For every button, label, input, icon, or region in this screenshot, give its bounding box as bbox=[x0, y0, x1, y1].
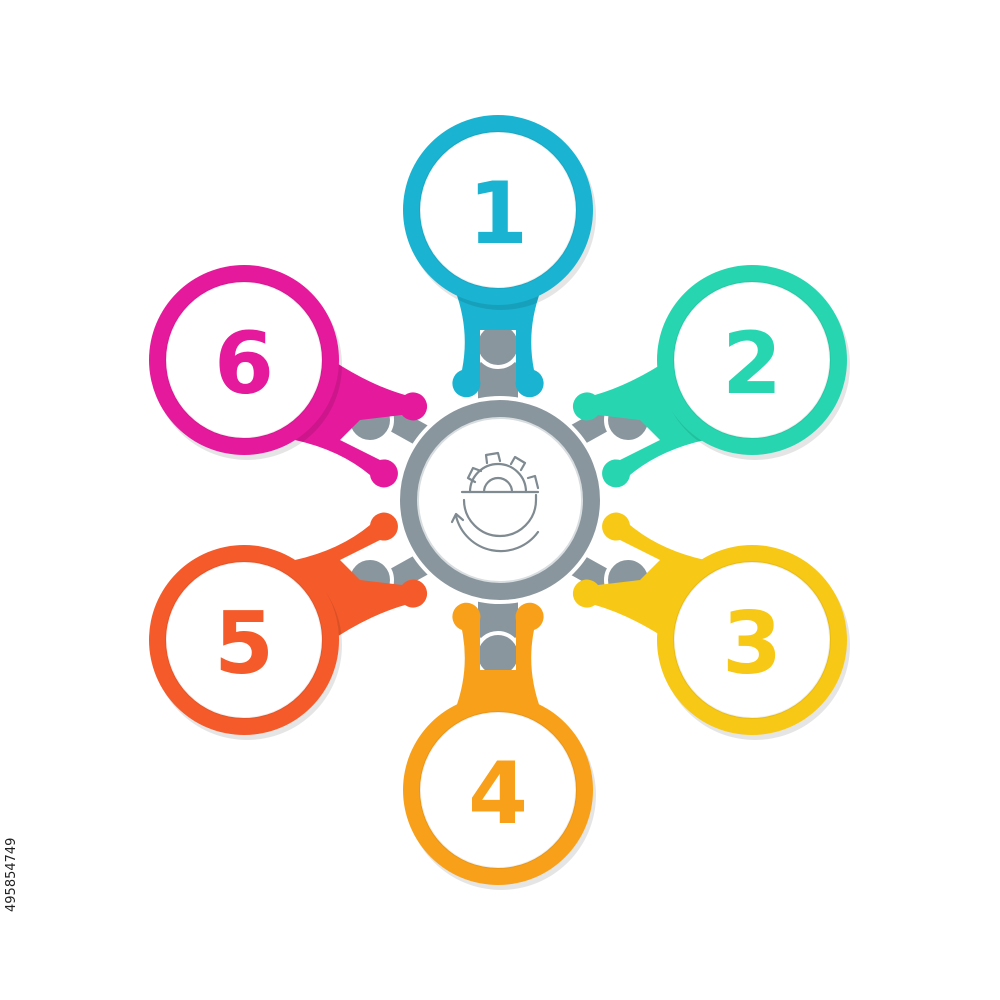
step-1-inner bbox=[419, 131, 577, 289]
hub-center bbox=[417, 417, 583, 583]
step-1-badge: 1 bbox=[403, 115, 596, 310]
step-1-number: 1 bbox=[468, 164, 528, 264]
step-3-inner bbox=[673, 561, 831, 719]
step-3-number: 3 bbox=[722, 594, 782, 694]
step-circles: 1 2 3 4 5 6 bbox=[149, 115, 850, 890]
stock-id-label: 495854749 bbox=[4, 837, 19, 913]
step-6-number: 6 bbox=[214, 314, 274, 414]
step-4-inner bbox=[419, 711, 577, 869]
step-4-badge: 4 bbox=[403, 695, 596, 890]
step-4-number: 4 bbox=[468, 744, 528, 844]
step-5-number: 5 bbox=[214, 594, 274, 694]
step-2-badge: 2 bbox=[657, 265, 850, 460]
step-5-inner bbox=[165, 561, 323, 719]
step-6-badge: 6 bbox=[149, 265, 342, 460]
step-2-inner bbox=[673, 281, 831, 439]
gear-cycle-icon bbox=[450, 451, 540, 553]
step-5-badge: 5 bbox=[149, 545, 342, 740]
step-6-inner bbox=[165, 281, 323, 439]
connector-step-1 bbox=[452, 290, 544, 398]
step-2-number: 2 bbox=[722, 314, 782, 414]
connector-step-4 bbox=[452, 602, 544, 710]
step-3-badge: 3 bbox=[657, 545, 850, 740]
